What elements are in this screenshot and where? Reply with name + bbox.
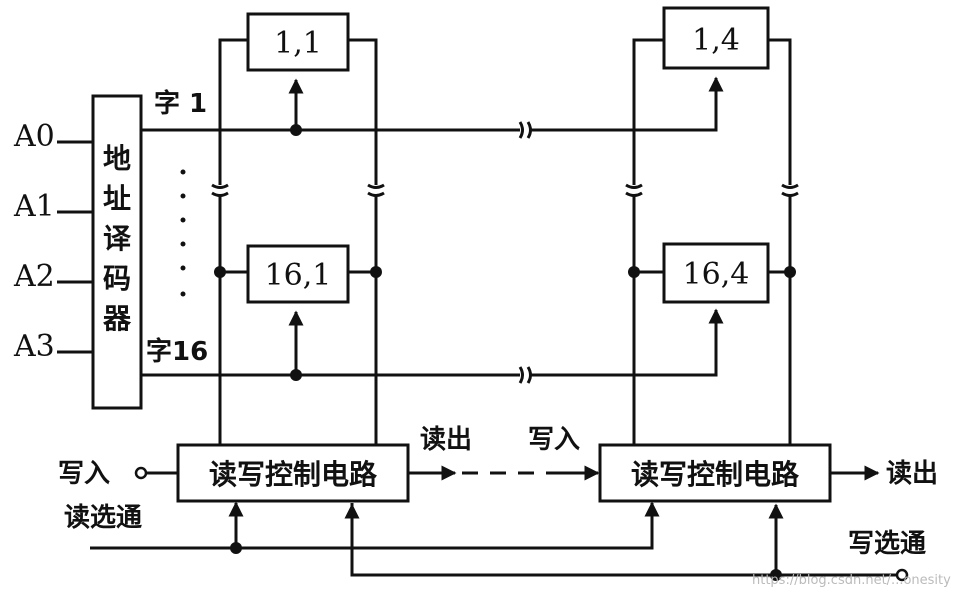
word-line-1-label: 字 1 (154, 88, 207, 119)
junction-dot (290, 369, 302, 381)
word-line-16-break (518, 366, 532, 384)
ellipsis-dot (180, 169, 186, 175)
read-strobe-line (90, 501, 660, 550)
read-out-label-mid: 读出 (420, 425, 472, 455)
word-line-1-right (530, 76, 724, 132)
rw-control-right-label: 读写控制电路 (631, 458, 800, 491)
write-in-label-mid: 写入 (528, 425, 580, 455)
ellipsis-dot (180, 241, 186, 247)
a2-label: A2 (13, 259, 55, 294)
ellipsis-dot (180, 217, 186, 223)
right-bitline-top-a (632, 38, 664, 185)
read-strobe-label: 读选通 (64, 503, 142, 533)
write-strobe-line (350, 503, 897, 577)
write-strobe-terminal (895, 568, 909, 582)
cell-1-4-label: 1,4 (692, 23, 740, 58)
left-bitline-top-a (218, 38, 248, 185)
junction-dot (214, 266, 226, 278)
right-bitline-break-b (781, 183, 799, 197)
cell-1-4 (662, 6, 770, 70)
junction-dot (628, 266, 640, 278)
cell-16-4-label: 16,4 (683, 257, 750, 292)
decoder-char-3: 译 (103, 222, 132, 255)
word-line-16-right (530, 308, 724, 377)
decoder-char-1: 地 (103, 142, 131, 175)
read-out-label-right: 读出 (886, 459, 938, 489)
word-line-1-break (518, 121, 532, 139)
a3-label: A3 (13, 329, 55, 364)
left-bitline-break-b (367, 183, 385, 197)
cell-16-4 (662, 242, 770, 304)
rw-control-right (598, 443, 832, 503)
write-in-terminal (134, 466, 148, 480)
a1-label: A1 (13, 189, 55, 224)
word-line-16-label: 字16 (146, 336, 208, 367)
right-bitline-break-a (625, 183, 643, 197)
decoder-char-2: 址 (103, 182, 131, 215)
cell-16-1-label: 16,1 (265, 258, 332, 293)
cell-1-1-label: 1,1 (274, 26, 322, 61)
decoder-char-5: 器 (102, 302, 132, 335)
write-strobe-label: 写选通 (848, 529, 926, 559)
write-in-label-left: 写入 (58, 459, 110, 489)
address-decoder-box (91, 94, 143, 410)
junction-dot (290, 124, 302, 136)
a0-label: A0 (13, 119, 55, 154)
ellipsis-dot (180, 291, 186, 297)
junction-dot (230, 542, 242, 554)
junction-dot (370, 266, 382, 278)
watermark-text: https://blog.csdn.net/...onesity (752, 573, 951, 588)
junction-dot (784, 266, 796, 278)
cell-1-1 (246, 12, 350, 72)
decoder-char-4: 码 (103, 262, 131, 295)
ellipsis-dot (180, 265, 186, 271)
right-bitline-top-b (768, 38, 792, 185)
rw-control-left-label: 读写控制电路 (209, 458, 378, 491)
ellipsis-dot (180, 193, 186, 199)
cell-16-1 (246, 244, 350, 304)
left-bitline-top-b (348, 38, 378, 185)
junction-dot (770, 569, 782, 581)
left-bitline-break-a (211, 183, 229, 197)
